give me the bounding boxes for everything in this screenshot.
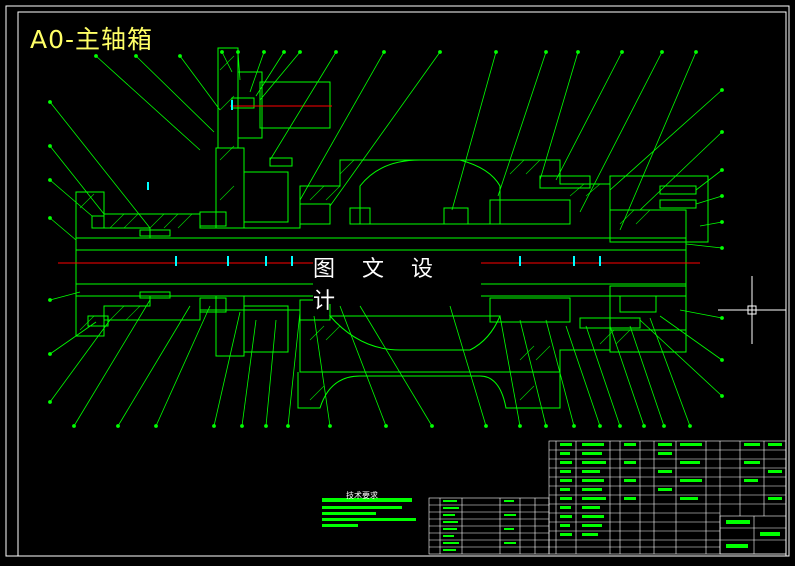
inner-frame <box>17 11 787 557</box>
parts-list-large-entries <box>560 443 782 548</box>
leader-lines-right <box>609 88 724 398</box>
spindle-assembly <box>75 47 709 409</box>
leader-lines-bottom <box>72 299 692 428</box>
leader-lines-left <box>48 100 151 404</box>
parts-list-large <box>548 440 787 555</box>
drawing-title: A0-主轴箱 <box>30 25 154 54</box>
technical-notes-heading: 技术要求 <box>346 491 378 500</box>
technical-notes <box>322 498 416 527</box>
leader-lines-top <box>94 50 698 231</box>
crosshair-icon <box>718 276 786 344</box>
dimension-ticks <box>147 100 601 266</box>
parts-list-small-entries <box>443 500 516 551</box>
section-hatching <box>79 55 651 401</box>
parts-list-small <box>428 497 550 555</box>
watermark-label: 图 文 设 计 <box>313 257 481 314</box>
